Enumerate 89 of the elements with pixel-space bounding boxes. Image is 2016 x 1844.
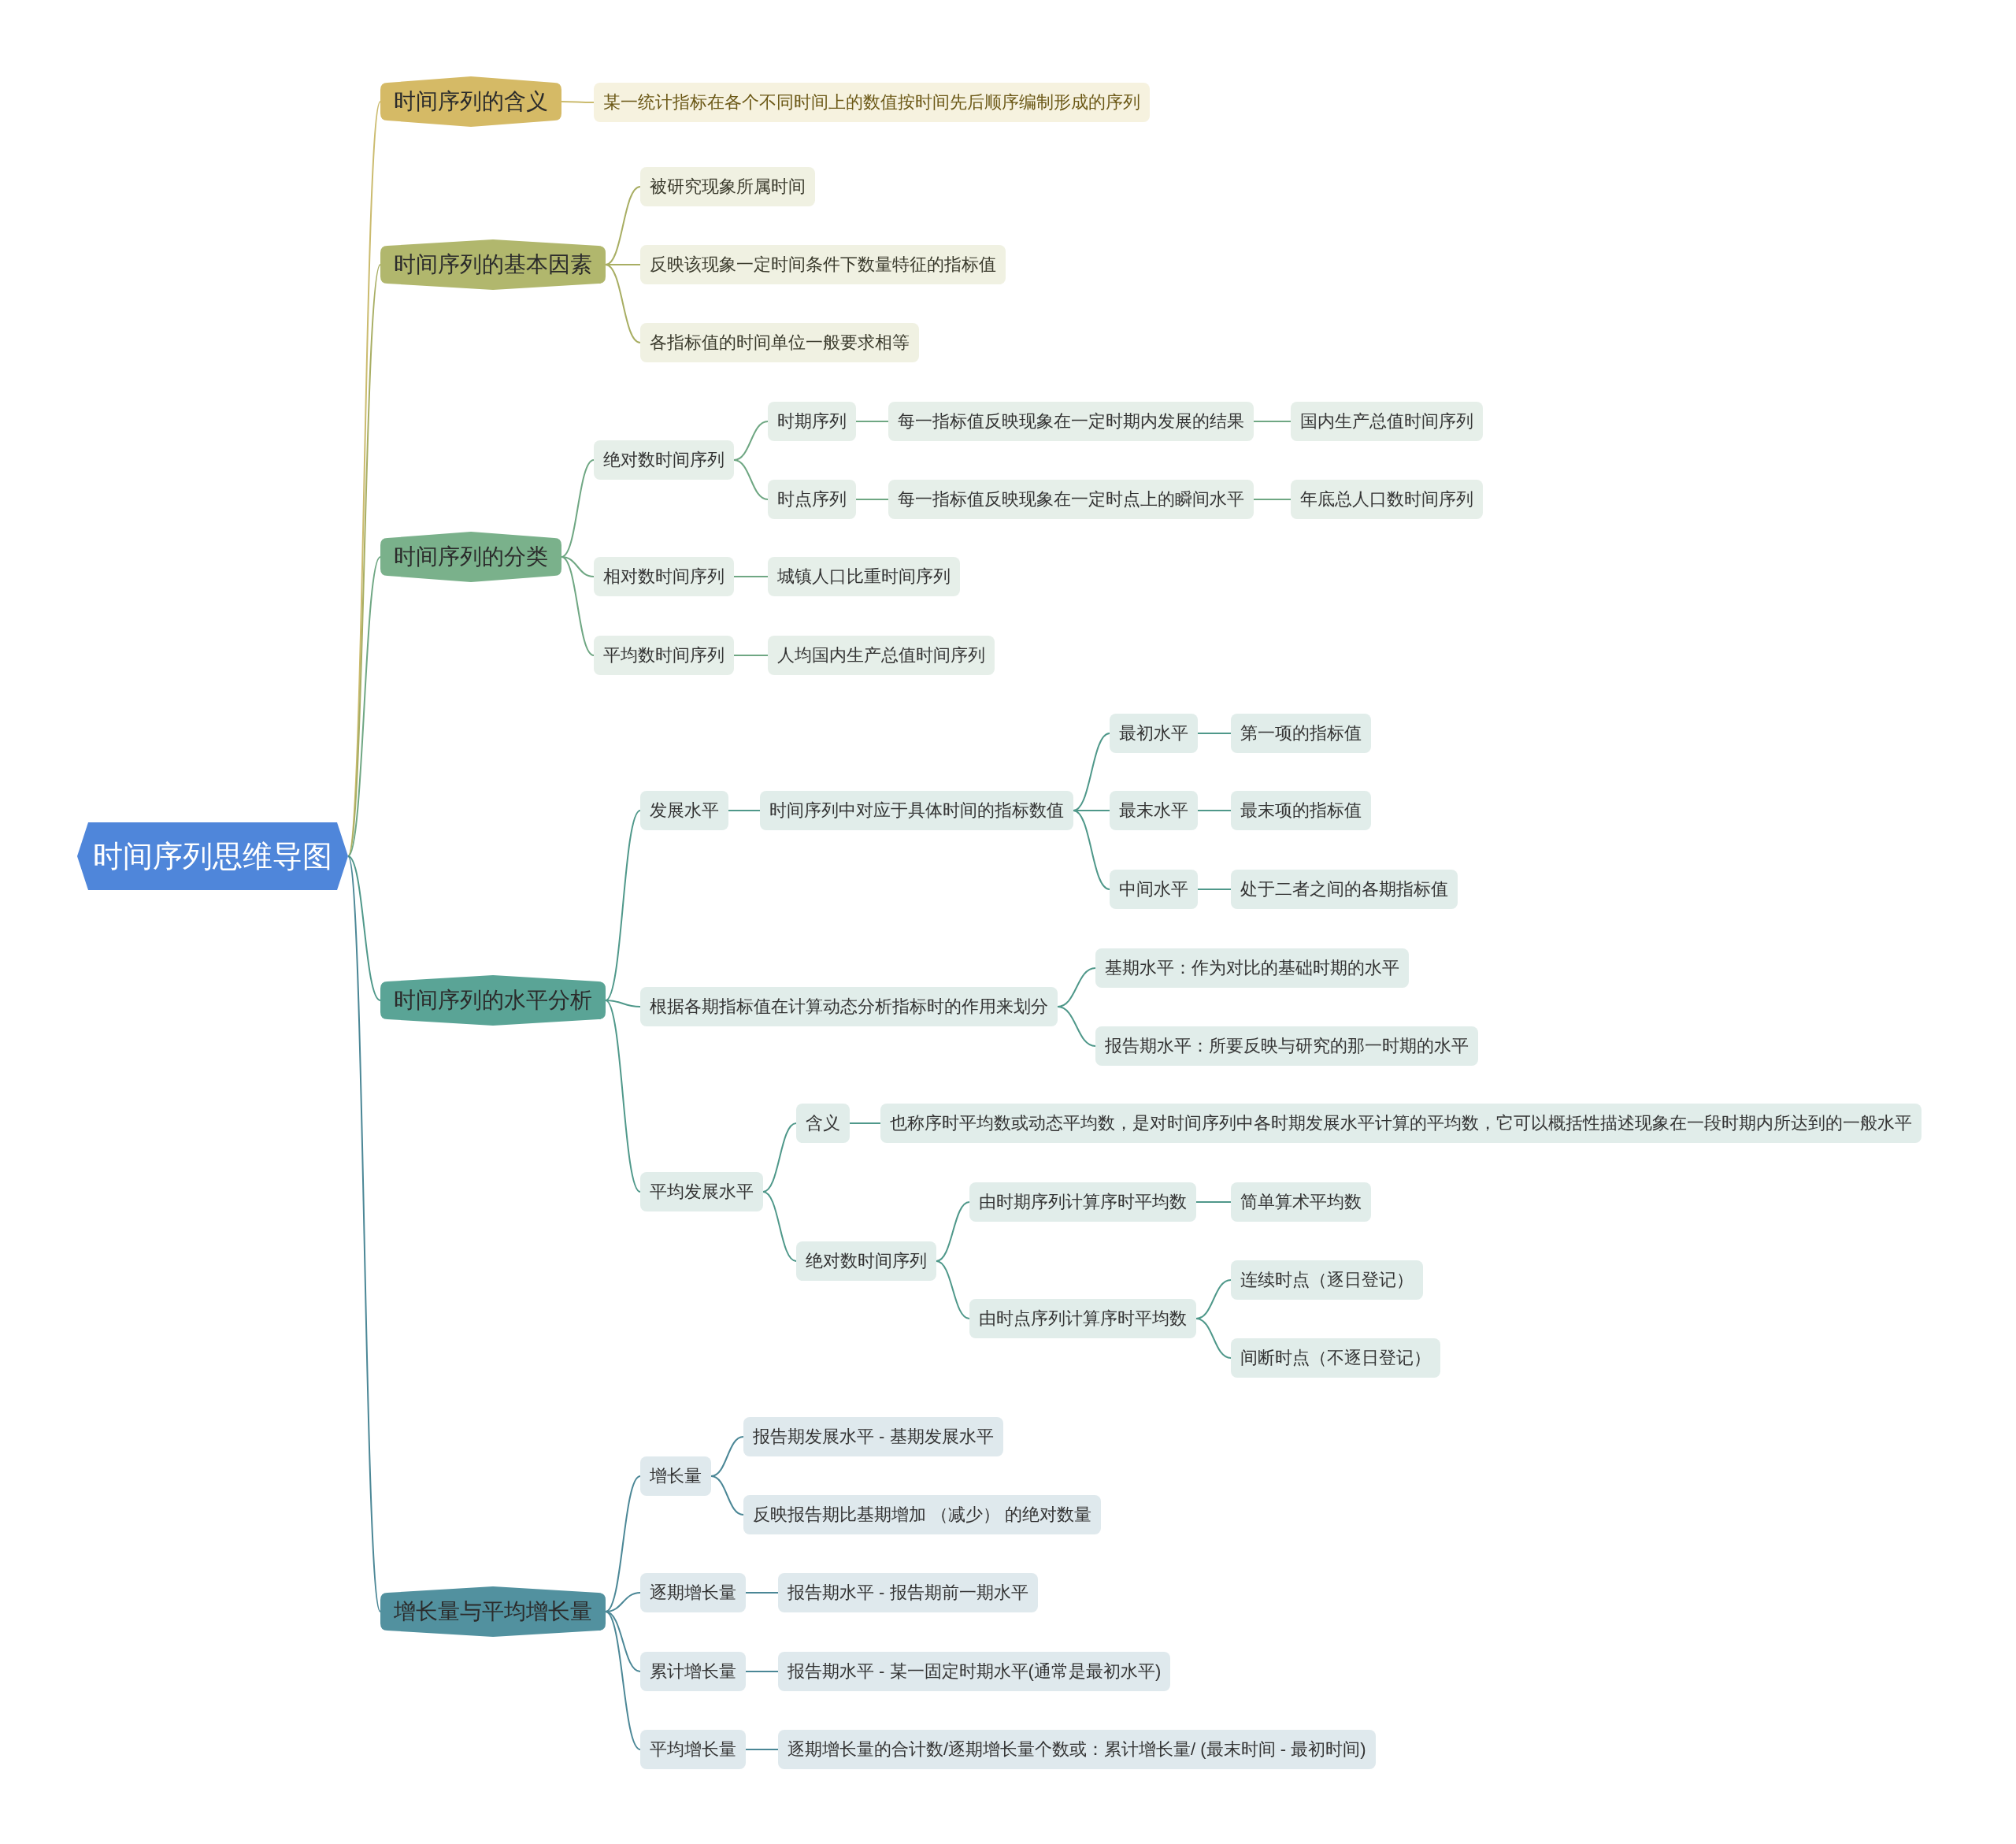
subtopic-box: 城镇人口比重时间序列: [768, 557, 960, 596]
subtopic-box: 报告期发展水平 - 基期发展水平: [743, 1417, 1003, 1456]
connector-line: [745, 1592, 779, 1594]
subtopic-box: 连续时点（逐日登记）: [1231, 1260, 1423, 1300]
connector-line: [710, 1475, 744, 1516]
connector-line: [605, 1000, 641, 1007]
connector-line: [1073, 810, 1110, 890]
connector-line: [745, 1749, 779, 1750]
subtopic-box: 最末项的指标值: [1231, 791, 1371, 830]
connector-line: [745, 1671, 779, 1672]
subtopic-box: 简单算术平均数: [1231, 1182, 1371, 1222]
connector-line: [733, 459, 769, 500]
subtopic-box: 报告期水平 - 报告期前一期水平: [778, 1573, 1038, 1612]
subtopic-box: 增长量: [640, 1456, 711, 1496]
subtopic-box: 报告期水平：所要反映与研究的那一时期的水平: [1095, 1026, 1478, 1066]
subtopic-box: 各指标值的时间单位一般要求相等: [640, 323, 919, 362]
main-topic-node: 时间序列的含义: [380, 76, 561, 127]
connector-line: [1197, 810, 1232, 811]
subtopic-box: 时间序列中对应于具体时间的指标数值: [760, 791, 1073, 830]
subtopic-box: 相对数时间序列: [594, 557, 734, 596]
subtopic-box: 由时期序列计算序时平均数: [969, 1182, 1196, 1222]
connector-line: [1253, 499, 1292, 500]
connector-line: [605, 264, 641, 343]
subtopic-box: 反映该现象一定时间条件下数量特征的指标值: [640, 245, 1006, 284]
connector-line: [1057, 1006, 1096, 1047]
connector-line: [347, 855, 381, 1612]
subtopic-box: 平均数时间序列: [594, 636, 734, 675]
subtopic-box: 报告期水平 - 某一固定时期水平(通常是最初水平): [778, 1652, 1171, 1691]
subtopic-box: 绝对数时间序列: [796, 1241, 936, 1281]
connector-line: [855, 421, 889, 422]
connector-line: [605, 186, 641, 265]
subtopic-box: 逐期增长量的合计数/逐期增长量个数或：累计增长量/ (最末时间 - 最初时间): [778, 1730, 1376, 1769]
connector-line: [733, 655, 769, 656]
subtopic-box: 逐期增长量: [640, 1573, 746, 1612]
main-topic-node: 增长量与平均增长量: [380, 1586, 606, 1637]
connector-line: [605, 1475, 641, 1612]
connector-line: [733, 576, 769, 577]
connector-line: [347, 855, 381, 1001]
subtopic-box: 时期序列: [768, 402, 856, 441]
subtopic-box: 人均国内生产总值时间序列: [768, 636, 995, 675]
connector-line: [849, 1122, 881, 1124]
connector-line: [605, 810, 641, 1001]
subtopic-box: 中间水平: [1110, 870, 1198, 909]
subtopic-box: 最末水平: [1110, 791, 1198, 830]
subtopic-box: 反映报告期比基期增加 （减少） 的绝对数量: [743, 1495, 1102, 1534]
subtopic-box: 绝对数时间序列: [594, 440, 734, 480]
subtopic-box: 年底总人口数时间序列: [1291, 480, 1483, 519]
subtopic-box: 某一统计指标在各个不同时间上的数值按时间先后顺序编制形成的序列: [594, 83, 1150, 122]
subtopic-box: 平均发展水平: [640, 1172, 763, 1211]
subtopic-box: 时点序列: [768, 480, 856, 519]
main-topic-node: 时间序列的基本因素: [380, 239, 606, 290]
main-topic-node: 时间序列的分类: [380, 532, 561, 582]
connector-line: [347, 264, 381, 857]
subtopic-box: 最初水平: [1110, 714, 1198, 753]
subtopic-box: 发展水平: [640, 791, 728, 830]
subtopic-box: 由时点序列计算序时平均数: [969, 1299, 1196, 1338]
connector-line: [1073, 733, 1110, 811]
subtopic-box: 第一项的指标值: [1231, 714, 1371, 753]
subtopic-box: 平均增长量: [640, 1730, 746, 1769]
subtopic-box: 被研究现象所属时间: [640, 167, 815, 206]
connector-line: [1195, 1318, 1232, 1359]
main-topic-node: 时间序列的水平分析: [380, 975, 606, 1026]
connector-line: [855, 499, 889, 500]
connector-line: [1195, 1201, 1232, 1203]
connector-line: [605, 1000, 641, 1193]
central-topic-hexagon: 时间序列思维导图: [77, 822, 348, 890]
subtopic-box: 也称序时平均数或动态平均数，是对时间序列中各时期发展水平计算的平均数，它可以概括性描述现象在一段时期内所达到的一般水平: [880, 1104, 1922, 1143]
connector-line: [936, 1201, 970, 1262]
connector-line: [605, 1611, 641, 1750]
connector-line: [762, 1122, 797, 1193]
connector-line: [1197, 889, 1232, 890]
connector-line: [1197, 733, 1232, 734]
connector-line: [728, 810, 761, 811]
connector-line: [561, 556, 595, 656]
subtopic-box: 累计增长量: [640, 1652, 746, 1691]
subtopic-box: 国内生产总值时间序列: [1291, 402, 1483, 441]
connector-line: [1253, 421, 1292, 422]
connector-line: [347, 556, 381, 857]
connector-line: [561, 101, 595, 103]
subtopic-box: 每一指标值反映现象在一定时期内发展的结果: [888, 402, 1254, 441]
subtopic-box: 每一指标值反映现象在一定时点上的瞬间水平: [888, 480, 1254, 519]
connector-line: [762, 1191, 797, 1262]
subtopic-box: 基期水平：作为对比的基础时期的水平: [1095, 948, 1409, 988]
subtopic-box: 间断时点（不逐日登记）: [1231, 1338, 1440, 1378]
subtopic-box: 处于二者之间的各期指标值: [1231, 870, 1458, 909]
connector-line: [936, 1260, 970, 1319]
subtopic-box: 根据各期指标值在计算动态分析指标时的作用来划分: [640, 987, 1058, 1026]
subtopic-box: 含义: [796, 1104, 850, 1143]
connector-line: [561, 459, 595, 558]
